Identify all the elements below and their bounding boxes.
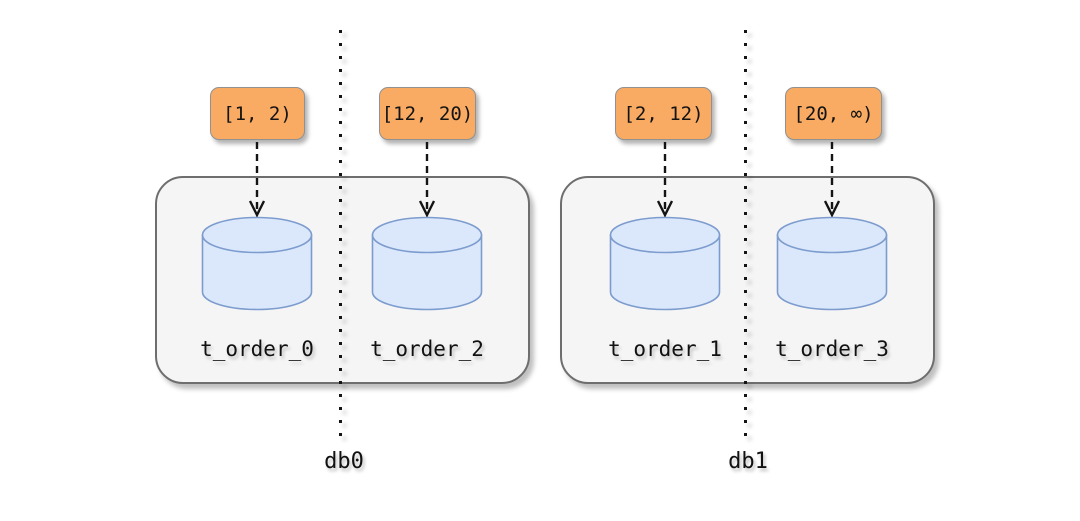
cylinder-body xyxy=(609,234,721,311)
database-cylinder-icon xyxy=(371,216,483,311)
dashed-down-arrow-icon xyxy=(248,142,266,218)
database-cylinder-icon xyxy=(609,216,721,311)
cylinder-svg xyxy=(609,216,721,311)
dashed-down-arrow-icon xyxy=(656,142,674,218)
cylinder-body xyxy=(201,234,313,311)
table-name-label: t_order_2 xyxy=(370,337,484,361)
cylinder-body xyxy=(776,234,888,311)
database-cylinder-icon xyxy=(776,216,888,311)
cylinder-svg xyxy=(201,216,313,311)
range-badge-t-order-3: [20, ∞) xyxy=(785,87,882,140)
arrow-svg xyxy=(656,142,674,218)
table-name-label: t_order_1 xyxy=(608,337,722,361)
database-name-label: db0 xyxy=(324,449,364,474)
database-name-label: db1 xyxy=(728,449,768,474)
range-badge-t-order-2: [12, 20) xyxy=(379,87,476,140)
arrow-svg xyxy=(418,142,436,218)
cylinder-body xyxy=(371,234,483,311)
cylinder-svg xyxy=(371,216,483,311)
db1-divider-line xyxy=(744,30,747,438)
cylinder-top xyxy=(371,216,483,254)
cylinder-top xyxy=(776,216,888,254)
arrow-svg xyxy=(248,142,266,218)
table-name-label: t_order_3 xyxy=(775,337,889,361)
database-cylinder-icon xyxy=(201,216,313,311)
cylinder-top xyxy=(201,216,313,254)
cylinder-svg xyxy=(776,216,888,311)
arrow-svg xyxy=(823,142,841,218)
db0-divider-line xyxy=(339,30,342,438)
table-name-label: t_order_0 xyxy=(200,337,314,361)
cylinder-top xyxy=(609,216,721,254)
range-badge-t-order-1: [2, 12) xyxy=(615,87,712,140)
dashed-down-arrow-icon xyxy=(823,142,841,218)
dashed-down-arrow-icon xyxy=(418,142,436,218)
range-badge-t-order-0: [1, 2) xyxy=(210,87,305,140)
